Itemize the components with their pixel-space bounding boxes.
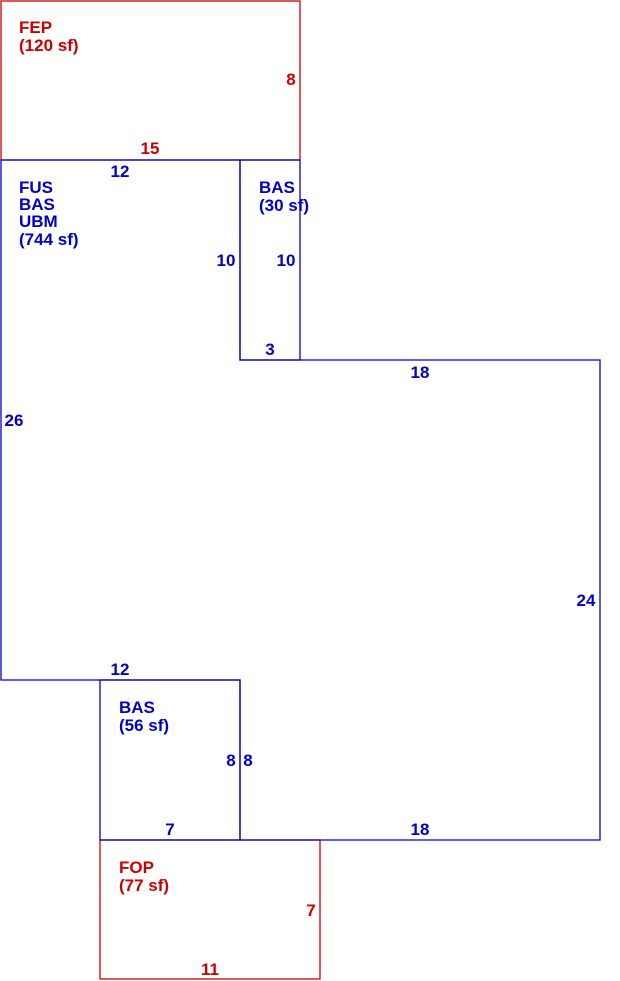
bas-top-area-label: (30 sf) — [259, 196, 309, 215]
fop-code-label: FOP — [119, 858, 154, 877]
dim-main-top: 12 — [111, 162, 130, 181]
main-code2-label: BAS — [19, 195, 55, 214]
dim-main-right: 24 — [577, 591, 596, 610]
dim-main-left: 26 — [5, 411, 24, 430]
bas-bottom-outline — [99, 679, 241, 841]
dim-fop-bottom: 11 — [201, 960, 219, 979]
fep-code-label: FEP — [19, 18, 52, 37]
dim-main-bottom-right: 18 — [411, 820, 430, 839]
dim-bas-bottom-right-outer: 8 — [243, 751, 252, 770]
dim-fop-right: 7 — [306, 901, 315, 920]
dim-bas-top-bottom: 3 — [265, 340, 274, 359]
fop-area-label: (77 sf) — [119, 876, 169, 895]
main-area-label: (744 sf) — [19, 230, 79, 249]
main-code3-label: UBM — [19, 212, 58, 231]
bas-top-code-label: BAS — [259, 178, 295, 197]
bas-bottom-code-label: BAS — [119, 698, 155, 717]
dim-bas-top-right: 10 — [277, 251, 296, 270]
main-code1-label: FUS — [19, 178, 53, 197]
bas-bottom-area-label: (56 sf) — [119, 716, 169, 735]
dim-bas-bottom-right-inner: 8 — [226, 751, 235, 770]
bas-top-outline — [239, 159, 301, 361]
dim-bas-bottom-bottom: 7 — [165, 820, 174, 839]
fep-area-label: (120 sf) — [19, 36, 79, 55]
dim-main-bottom-left: 12 — [111, 660, 130, 679]
dim-fep-bottom: 15 — [141, 139, 160, 158]
dim-main-notch-left: 10 — [217, 251, 236, 270]
dim-fep-right: 8 — [286, 70, 295, 89]
dim-main-upper-right-top: 18 — [411, 363, 430, 382]
